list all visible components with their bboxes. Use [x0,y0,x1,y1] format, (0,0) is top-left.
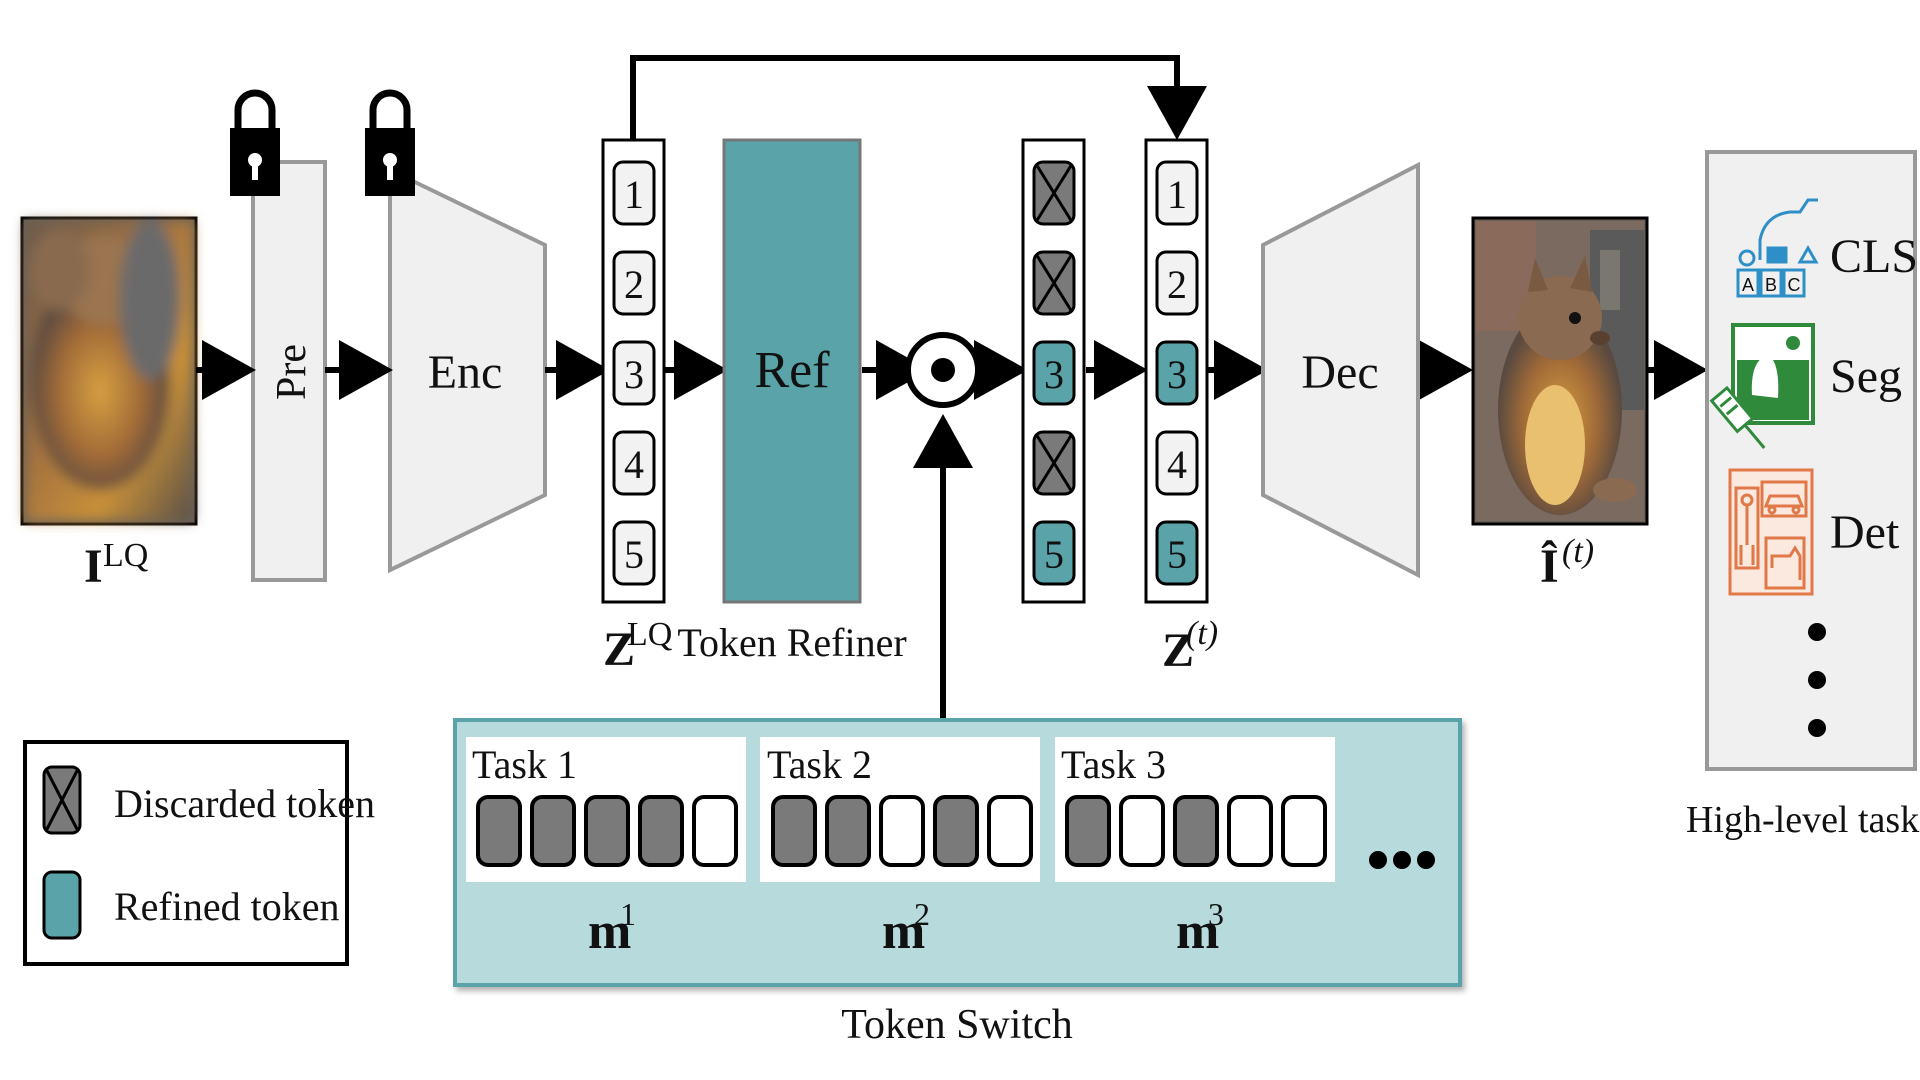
mask-superscript: 3 [1208,896,1224,932]
abc-blocks-robot-icon [1736,198,1819,298]
discarded-token [825,795,871,867]
token-slot [612,520,656,586]
discarded-token [530,795,576,867]
task-mask-tokens [771,795,1033,867]
flow-arrows [196,55,1708,735]
token-number: 3 [1167,352,1187,397]
input-image-label: I [84,540,103,593]
token-number: 5 [1167,532,1187,577]
legend-discarded-label: Discarded token [114,781,375,826]
dec-label: Dec [1301,346,1378,399]
discarded-token [1065,795,1111,867]
kept-token [987,795,1033,867]
token-number: 4 [624,442,644,487]
det-label: Det [1830,506,1900,559]
task-title: Task 1 [472,742,577,787]
token-number: 1 [1167,172,1187,217]
kept-token [1227,795,1273,867]
token-slot [1155,250,1199,316]
mask-label: m [588,903,631,960]
z-t-tokens: 1 2 3 4 5 [1155,160,1199,586]
discarded-token [1032,160,1076,226]
output-image-label: Î [1540,539,1559,593]
mask-superscript: 1 [620,896,636,932]
abc-letter: A [1742,275,1754,295]
mask-label: m [882,903,925,960]
paint-brush-segmentation-icon [1709,323,1815,449]
token-switch-label: Token Switch [841,1002,1073,1048]
kept-token [1119,795,1165,867]
lock-icon [365,89,415,196]
kept-token [879,795,925,867]
abc-letter: C [1788,275,1801,295]
token-slot [1155,160,1199,226]
token-slot [612,160,656,226]
token-slot [1155,430,1199,496]
elementwise-product-operator [905,332,981,408]
token-slot [612,250,656,316]
more-tasks-ellipsis [1808,623,1826,737]
task-title: Task 2 [767,742,872,787]
input-image-superscript: LQ [103,537,148,574]
high-level-tasks-label: High-level tasks [1686,799,1920,841]
token-number: 4 [1167,442,1187,487]
discarded-token [933,795,979,867]
discarded-token [584,795,630,867]
enc-label: Enc [428,346,503,399]
z-lq-tokens: 1 2 3 4 5 [612,160,656,586]
token-number: 1 [624,172,644,217]
legend-refined-swatch [42,870,82,940]
token-number: 5 [1044,532,1064,577]
seg-label: Seg [1830,350,1902,403]
z-t-label: Z [1162,624,1194,677]
legend-discarded-swatch [42,765,82,835]
abc-letter: B [1765,275,1777,295]
discarded-token [476,795,522,867]
task-mask-tokens [476,795,738,867]
token-number: 5 [624,532,644,577]
z-lq-label: Z [603,623,635,676]
mask-superscript: 2 [914,896,930,932]
output-image-superscript: (t) [1562,533,1594,570]
pre-label: Pre [269,344,315,400]
output-restored-image [1471,216,1649,526]
lock-icon [230,89,280,196]
token-number: 2 [624,262,644,307]
refined-token [1155,520,1199,586]
ref-block [722,138,862,604]
z-t-superscript: (t) [1186,615,1218,652]
task-title: Task 3 [1061,742,1166,787]
discarded-token [1032,250,1076,316]
decoder-block [1261,161,1420,579]
token-number: 3 [1044,352,1064,397]
kept-token [692,795,738,867]
discarded-token [1032,430,1076,496]
token-slot [612,340,656,406]
token-number: 3 [624,352,644,397]
more-task-masks-ellipsis [1369,851,1435,869]
discarded-token [638,795,684,867]
refined-token [1032,520,1076,586]
refined-token [1155,340,1199,406]
legend-refined-label: Refined token [114,884,340,929]
token-slot [612,430,656,496]
cls-label: CLS [1830,230,1918,283]
detection-boxes-icon [1728,468,1814,596]
masked-tokens: 3 5 [1032,160,1076,586]
token-refiner-label: Token Refiner [677,620,906,665]
task-mask-tokens [1065,795,1327,867]
token-number: 2 [1167,262,1187,307]
kept-token [1281,795,1327,867]
ref-label: Ref [754,342,830,399]
discarded-token [771,795,817,867]
z-lq-superscript: LQ [627,616,672,653]
refined-token [1032,340,1076,406]
mask-label: m [1176,903,1219,960]
encoder-block [388,166,547,574]
discarded-token [1173,795,1219,867]
input-lq-image [20,216,198,526]
